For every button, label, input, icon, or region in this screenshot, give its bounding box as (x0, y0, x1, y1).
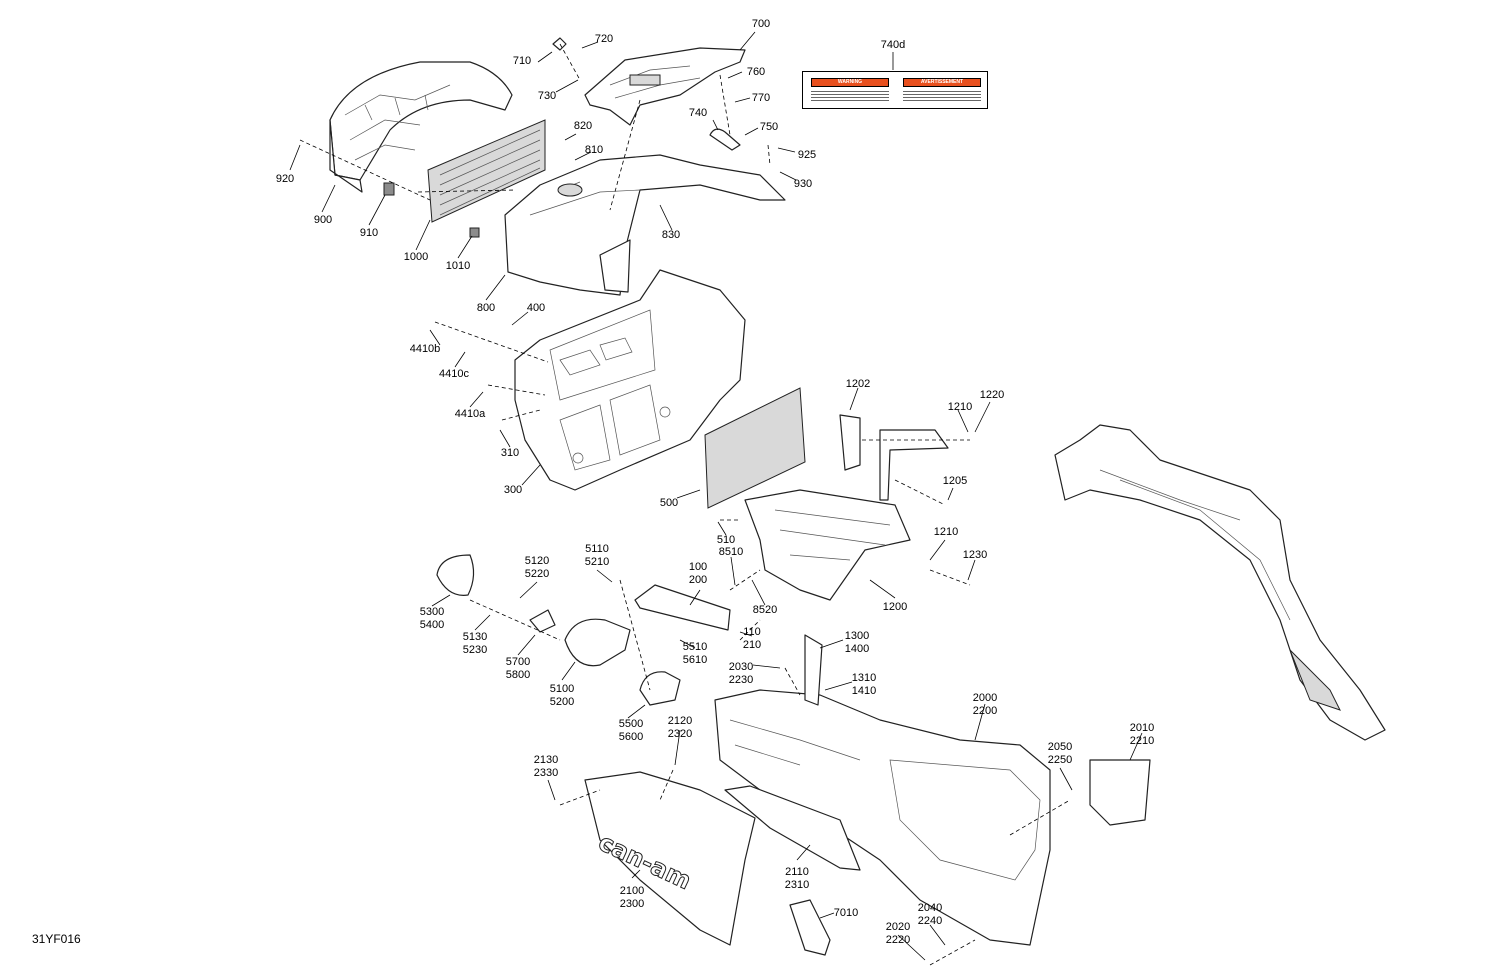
warning-label-740d: WARNING AVERTISSEMENT (802, 71, 988, 109)
part-740-latch (709, 128, 741, 151)
warning-label-left: WARNING (811, 78, 889, 104)
part-5300-bezel (436, 554, 475, 596)
part-100-rail (634, 584, 731, 631)
callout-800: 800 (476, 302, 496, 314)
callout-820: 820 (573, 120, 593, 132)
callout-2000: 2000 2200 (972, 692, 998, 717)
callout-900: 900 (313, 214, 333, 226)
callout-8520: 8520 (752, 604, 778, 616)
callout-110: 110 210 (742, 626, 762, 651)
callout-2030: 2030 2230 (728, 661, 754, 686)
warning-text-lines (811, 89, 889, 101)
part-500-panel (704, 387, 806, 509)
callout-2100: 2100 2300 (619, 885, 645, 910)
callout-8510: 8510 (718, 546, 744, 558)
callout-2120: 2120 2320 (667, 715, 693, 740)
callout-750: 750 (759, 121, 779, 133)
avertissement-heading: AVERTISSEMENT (903, 78, 981, 87)
callout-930: 930 (793, 178, 813, 190)
callout-2130: 2130 2330 (533, 754, 559, 779)
part-900-rear-shell (329, 61, 513, 193)
callout-1200: 1200 (882, 601, 908, 613)
part-910-clip (383, 182, 395, 196)
part-800-mid-cover (504, 154, 786, 296)
callout-830: 830 (661, 229, 681, 241)
callout-5110: 5110 5210 (584, 543, 610, 568)
callout-1230: 1230 (962, 549, 988, 561)
assembly-leaders (299, 43, 1071, 966)
callout-740: 740 (688, 107, 708, 119)
callout-2050: 2050 2250 (1047, 741, 1073, 766)
callout-730: 730 (537, 90, 557, 102)
callout-5130: 5130 5230 (462, 631, 488, 656)
callout-4410b: 4410b (409, 343, 441, 355)
callout-710: 710 (512, 55, 532, 67)
callout-700: 700 (751, 18, 771, 30)
part-5500-cup (639, 671, 681, 706)
callout-1202: 1202 (845, 378, 871, 390)
callout-5700: 5700 5800 (505, 656, 531, 681)
part-2110-trim (724, 785, 861, 871)
sheet-id: 31YF016 (32, 932, 81, 946)
part-2010-cover (1089, 759, 1151, 826)
callout-1310: 1310 1410 (851, 672, 877, 697)
callout-925: 925 (797, 149, 817, 161)
callout-1300: 1300 1400 (844, 630, 870, 655)
callout-910: 910 (359, 227, 379, 239)
callout-1205: 1205 (942, 475, 968, 487)
callout-760: 760 (746, 66, 766, 78)
callout-5500: 5500 5600 (618, 718, 644, 743)
callout-2110: 2110 2310 (784, 866, 810, 891)
part-5100-housing (564, 618, 631, 667)
callout-5510: 5510 5610 (682, 641, 708, 666)
callout-770: 770 (751, 92, 771, 104)
callout-5120: 5120 5220 (524, 555, 550, 580)
callout-2040: 2040 2240 (917, 902, 943, 927)
part-710-screw (552, 37, 567, 51)
callout-5100: 5100 5200 (549, 683, 575, 708)
callout-7010: 7010 (833, 907, 859, 919)
warning-label-right: AVERTISSEMENT (903, 78, 981, 104)
callout-5300: 5300 5400 (419, 606, 445, 631)
callout-1210b: 1210 (933, 526, 959, 538)
callout-2020: 2020 2220 (885, 921, 911, 946)
callout-400: 400 (526, 302, 546, 314)
callout-1210a: 1210 (947, 401, 973, 413)
part-700-top-cover (584, 47, 746, 126)
callout-740d: 740d (880, 39, 906, 51)
part-5700-bracket (529, 609, 556, 633)
callout-300: 300 (503, 484, 523, 496)
warning-heading: WARNING (811, 78, 889, 87)
part-1010-clip (469, 227, 480, 238)
callout-1220: 1220 (979, 389, 1005, 401)
callout-810: 810 (584, 144, 604, 156)
part-side-frame-assembly (1054, 424, 1386, 741)
part-1300-plate (804, 634, 823, 706)
part-7010-bracket (789, 899, 831, 956)
callout-310: 310 (500, 447, 520, 459)
callout-2010: 2010 2210 (1129, 722, 1155, 747)
callout-lines (289, 31, 1143, 961)
part-1000-mesh-panel (427, 119, 546, 223)
callout-100: 100 200 (688, 561, 708, 586)
part-1200-bracket (744, 414, 949, 601)
callout-1000: 1000 (403, 251, 429, 263)
callout-720: 720 (594, 33, 614, 45)
callout-920: 920 (275, 173, 295, 185)
callout-4410c: 4410c (439, 368, 469, 380)
callout-510: 510 (716, 534, 736, 546)
avertissement-text-lines (903, 89, 981, 101)
callout-1010: 1010 (445, 260, 471, 272)
part-300-front-box (514, 269, 746, 491)
callout-500: 500 (659, 497, 679, 509)
callout-4410a: 4410a (454, 408, 486, 420)
part-2100-lower-panel (584, 771, 756, 946)
